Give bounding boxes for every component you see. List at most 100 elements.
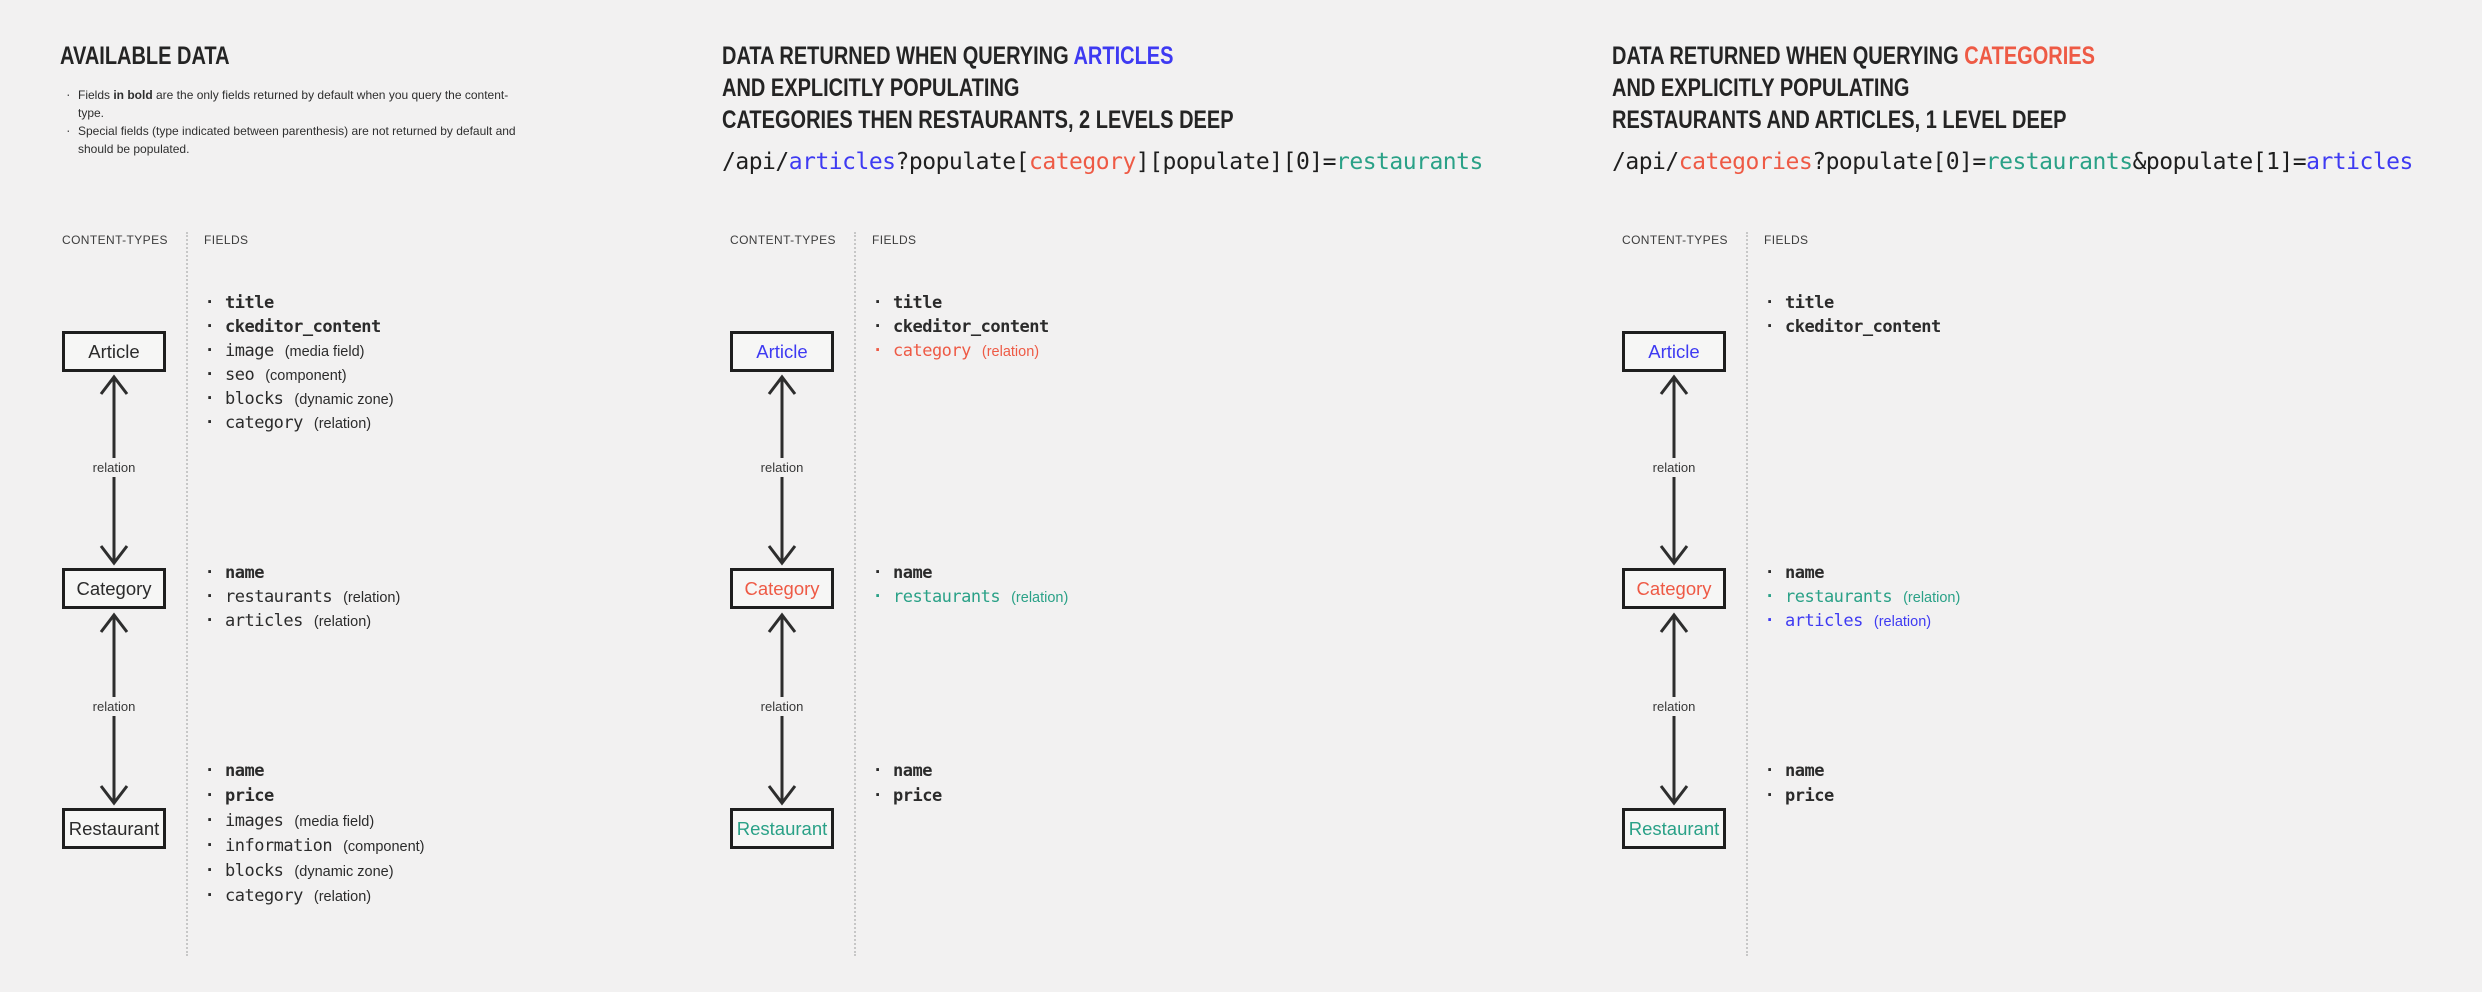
field-type: (component) [265,368,347,384]
field-item: price [207,785,425,810]
field-item: name [207,760,425,785]
field-item: blocks (dynamic zone) [207,388,394,412]
field-name: blocks [225,389,284,409]
category-fields-list: name restaurants(relation) articles (rela… [1767,562,1960,634]
field-type: (relation) [981,344,1040,360]
article-box-label: Article [88,340,140,362]
title-text: DATA RETURNED WHEN QUERYING [722,42,1074,70]
restaurant-box-label: Restaurant [68,817,160,839]
title-text: DATA RETURNED WHEN QUERYING [1612,42,1965,70]
field-name: restaurants [893,587,1001,607]
field-item: name [875,760,953,785]
field-name: category [893,341,971,361]
note-bold-text: in bold [113,88,153,102]
title-line: CATEGORIES THEN RESTAURANTS, 2 LEVELS DE… [722,106,1234,134]
field-type: (dynamic zone) [294,392,394,408]
article-box-label: Article [1648,340,1700,362]
field-item: price [1767,785,1845,810]
diagram-query-categories: CONTENT-TYPES FIELDS Article relation Ca… [1622,0,2182,992]
categories-api-query: /api/categories?populate[0]=restaurants&… [1612,149,2413,175]
restaurant-fields-list: name price [875,760,953,810]
articles-api-query: /api/articles?populate[category][populat… [722,149,1483,175]
article-box-label: Article [756,340,808,362]
field-item: restaurants(relation) [1767,586,1960,610]
field-name: ckeditor_content [893,317,1049,337]
field-item: ckeditor_content [1767,316,1952,340]
field-type: (component) [343,839,425,855]
field-name: image [225,341,274,361]
field-name: ckeditor_content [225,317,381,337]
content-types-label: CONTENT-TYPES [730,233,836,247]
field-name: title [1785,293,1834,313]
field-name: seo [225,365,255,385]
code-segment-categories: categories [1678,149,1813,175]
field-name: name [893,761,932,781]
category-box: Category [1622,568,1726,609]
field-item: category(relation) [207,412,394,436]
fields-label: FIELDS [872,233,917,247]
field-item: ckeditor_content [207,316,394,340]
field-item: title [875,292,1060,316]
code-segment-articles: articles [2306,149,2413,175]
field-name: articles [225,611,303,631]
field-name: articles [1785,611,1863,631]
diagram-available-data: CONTENT-TYPES FIELDS Article relation Ca… [62,0,622,992]
field-item: seo (component) [207,364,394,388]
field-name: title [893,293,942,313]
field-item: price [875,785,953,810]
category-box-label: Category [76,577,152,599]
field-name: title [225,293,274,313]
field-type: (relation) [313,889,372,905]
restaurant-box: Restaurant [730,808,834,849]
field-item: name [875,562,1068,586]
relation-label: relation [1646,458,1702,477]
field-item: images (media field) [207,810,425,835]
articles-query-title: DATA RETURNED WHEN QUERYING ARTICLES AND… [722,40,1234,136]
field-name: ckeditor_content [1785,317,1941,337]
restaurant-box: Restaurant [62,808,166,849]
dotted-divider [854,232,856,956]
field-type: (relation) [1873,614,1932,630]
field-name: name [893,563,932,583]
field-name: price [1785,786,1834,806]
field-type: (relation) [343,590,401,606]
article-fields-list: title ckeditor_content category (relation… [875,292,1060,364]
category-fields-list: name restaurants(relation) [875,562,1068,610]
relation-label: relation [754,697,810,716]
title-line: DATA RETURNED WHEN QUERYING ARTICLES [722,40,1234,72]
field-name: name [225,563,264,583]
field-item: title [1767,292,1952,316]
article-box: Article [730,331,834,372]
field-item: articles (relation) [207,610,400,634]
restaurant-box: Restaurant [1622,808,1726,849]
field-name: price [893,786,942,806]
field-type: (media field) [294,814,375,830]
article-box: Article [1622,331,1726,372]
available-data-notes: Fields in bold are the only fields retur… [64,85,534,158]
field-type: (relation) [313,614,372,630]
field-name: restaurants [1785,587,1893,607]
field-name: name [1785,761,1824,781]
title-highlight-categories: CATEGORIES [1964,42,2095,70]
available-data-title: AVAILABLE DATA [60,42,230,70]
article-fields-list: title ckeditor_content image(media field… [207,292,394,436]
field-name: blocks [225,861,284,881]
field-name: images [225,811,284,831]
field-type: (relation) [313,416,372,432]
title-line: AND EXPLICITLY POPULATING [1612,74,1910,102]
code-segment-category: category [1029,149,1136,175]
field-item: category (relation) [875,340,1060,364]
field-item: name [207,562,400,586]
code-segment: ?populate[0]= [1812,149,1986,175]
relation-label: relation [86,697,142,716]
field-item: name [1767,760,1845,785]
relation-label: relation [754,458,810,477]
dotted-divider [1746,232,1748,956]
note-text: Fields [78,88,114,102]
field-name: name [1785,563,1824,583]
content-types-label: CONTENT-TYPES [62,233,168,247]
category-box-label: Category [1636,577,1712,599]
field-item: category(relation) [207,885,425,910]
code-segment-restaurants: restaurants [1336,149,1483,175]
restaurant-fields-list: name price [1767,760,1845,810]
